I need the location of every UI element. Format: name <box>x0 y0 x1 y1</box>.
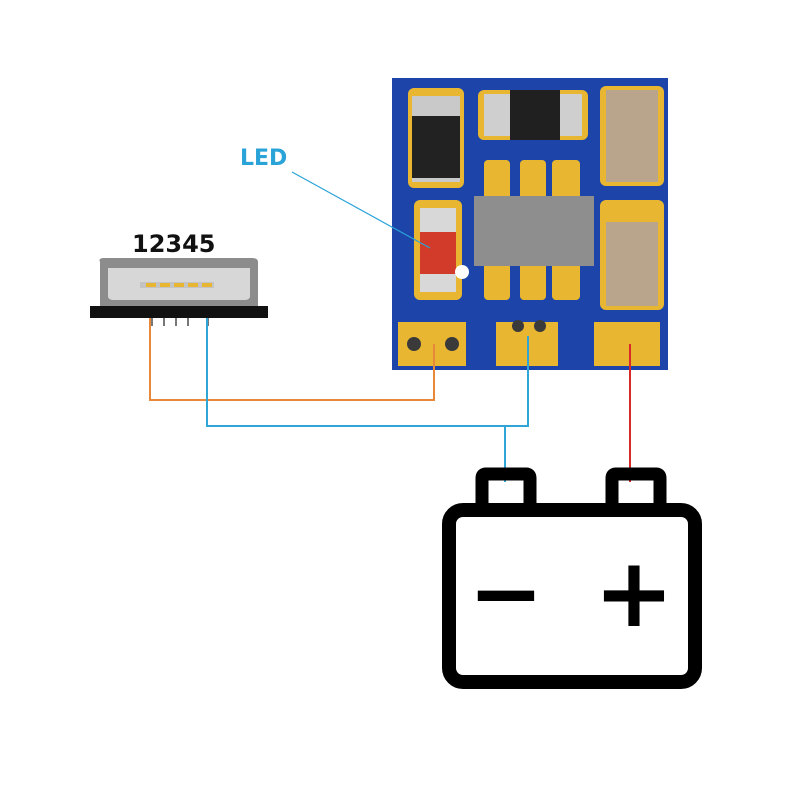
pad-positive <box>594 322 660 366</box>
battery-positive-sign: + <box>594 537 674 649</box>
top-capacitor-component <box>478 90 588 140</box>
usb-pin <box>188 283 198 287</box>
pad-hole <box>534 320 546 332</box>
wire-orange <box>149 318 435 401</box>
led-dot <box>455 265 469 279</box>
usb-pin <box>202 283 212 287</box>
diode-component <box>408 88 464 188</box>
pad-hole <box>445 337 459 351</box>
usb-pin <box>146 283 156 287</box>
led-body <box>420 232 456 274</box>
led-label: LED <box>240 146 287 171</box>
pad-hole <box>407 337 421 351</box>
usb-pin <box>174 283 184 287</box>
battery-negative-sign: − <box>468 541 543 646</box>
pcb-module <box>392 78 668 370</box>
right-capacitor-top <box>600 86 664 186</box>
led-component <box>414 200 469 300</box>
usb-pin-numbers-label: 12345 <box>132 230 216 258</box>
ic-chip <box>474 196 594 266</box>
led-pointer-line <box>291 171 431 249</box>
right-capacitor-bottom <box>600 200 664 310</box>
usb-pin <box>160 283 170 287</box>
battery-icon <box>442 467 702 689</box>
micro-usb-connector-icon <box>90 258 268 326</box>
pad-hole <box>512 320 524 332</box>
wire-blue <box>206 318 529 427</box>
